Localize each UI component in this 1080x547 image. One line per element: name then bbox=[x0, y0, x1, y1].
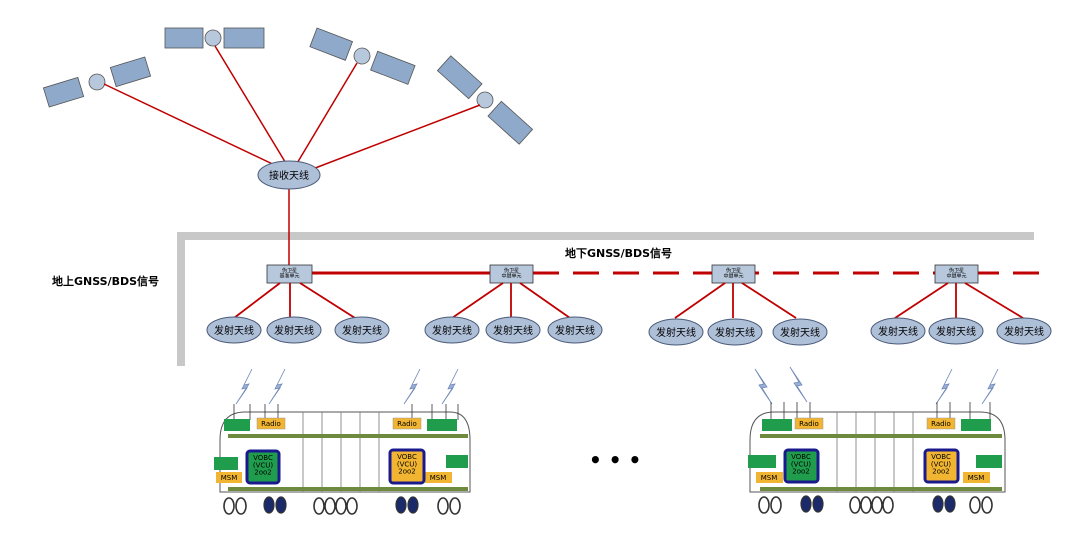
vobc-label: VOBC(VCU)2oo2 bbox=[397, 453, 418, 476]
ground-signal-label: 地上GNSS/BDS信号 bbox=[52, 274, 159, 288]
transmit-antenna-label: 发射天线 bbox=[656, 326, 696, 339]
transmit-antenna-label: 发射天线 bbox=[342, 324, 382, 337]
lightning-icon bbox=[441, 368, 459, 405]
lightning-icon bbox=[754, 368, 773, 405]
radio-label: Radio bbox=[397, 420, 417, 428]
pseudolite-relay-unit-2: 伪卫星中继单元 bbox=[711, 264, 756, 284]
satellite-4 bbox=[436, 55, 534, 145]
transmit-antenna-label: 发射天线 bbox=[1004, 325, 1044, 338]
transmit-antenna: 发射天线 bbox=[485, 316, 541, 344]
transmit-antenna-label: 发射天线 bbox=[493, 324, 533, 337]
msm-label: MSM bbox=[761, 474, 778, 482]
radio-label: Radio bbox=[931, 420, 951, 428]
receive-antenna-label: 接收天线 bbox=[269, 169, 309, 182]
vobc-label: VOBC(VCU)2oo2 bbox=[931, 453, 952, 476]
transmit-antenna: 发射天线 bbox=[206, 316, 262, 344]
lightning-icon bbox=[235, 368, 253, 405]
transmit-antenna-label: 发射天线 bbox=[715, 326, 755, 339]
lightning-icon bbox=[789, 366, 808, 403]
radio-wave-icons bbox=[235, 366, 999, 405]
pseudolite-relay-unit-3: 伪卫星中继单元 bbox=[934, 264, 979, 284]
lightning-icon bbox=[268, 368, 286, 405]
transmit-antenna: 发射天线 bbox=[707, 318, 763, 346]
ellipsis: • • • bbox=[589, 448, 641, 472]
satellite-1 bbox=[42, 56, 152, 108]
train-right: Radio Radio MSM MSM VOBC(VCU)2oo2 VOBC(V… bbox=[748, 402, 1006, 514]
transmit-antenna-label: 发射天线 bbox=[780, 326, 820, 339]
satellite-links bbox=[103, 45, 481, 265]
transmit-antenna-label: 发射天线 bbox=[432, 324, 472, 337]
satellite-3 bbox=[309, 27, 416, 85]
transmit-antennas: 发射天线 发射天线 发射天线 发射天线 发射天线 发射天线 发射天线 发射天线 … bbox=[206, 316, 1052, 346]
transmit-antenna-label: 发射天线 bbox=[214, 324, 254, 337]
pseudolite-relay-label: 伪卫星中继单元 bbox=[723, 267, 743, 279]
underground-signal-label: 地下GNSS/BDS信号 bbox=[565, 246, 672, 260]
transmit-antenna-label: 发射天线 bbox=[274, 324, 314, 337]
transmit-antenna: 发射天线 bbox=[334, 316, 390, 344]
train-left: Radio Radio MSM MSM VOBC(VCU)2oo2 VOBC(V… bbox=[214, 404, 471, 515]
transmit-antenna: 发射天线 bbox=[547, 316, 603, 344]
pseudolite-base-unit: 伪卫星基准单元 bbox=[266, 264, 313, 284]
msm-label: MSM bbox=[968, 474, 985, 482]
transmit-antenna: 发射天线 bbox=[996, 317, 1052, 345]
msm-label: MSM bbox=[221, 474, 238, 482]
transmit-antenna: 发射天线 bbox=[648, 318, 704, 346]
msm-label: MSM bbox=[430, 474, 447, 482]
transmit-antenna: 发射天线 bbox=[928, 317, 984, 345]
transmit-antenna: 发射天线 bbox=[870, 317, 926, 345]
transmit-antenna: 发射天线 bbox=[772, 318, 828, 346]
radio-label: Radio bbox=[261, 420, 281, 428]
vobc-label: VOBC(VCU)2oo2 bbox=[791, 453, 812, 476]
lightning-icon bbox=[981, 368, 999, 405]
underground-frame bbox=[177, 232, 1034, 366]
transmit-antenna-label: 发射天线 bbox=[878, 325, 918, 338]
transmit-antenna-label: 发射天线 bbox=[555, 324, 595, 337]
lightning-icon bbox=[935, 368, 953, 405]
vobc-label: VOBC(VCU)2oo2 bbox=[253, 454, 274, 477]
receive-antenna: 接收天线 bbox=[257, 160, 321, 190]
pseudolite-base-label: 伪卫星基准单元 bbox=[279, 267, 299, 279]
transmit-antenna: 发射天线 bbox=[266, 316, 322, 344]
pseudolite-relay-unit-1: 伪卫星中继单元 bbox=[489, 264, 534, 284]
pseudolite-relay-label: 伪卫星中继单元 bbox=[501, 267, 521, 279]
transmit-links bbox=[233, 282, 1024, 319]
pseudolite-relay-label: 伪卫星中继单元 bbox=[946, 267, 966, 279]
satellite-2 bbox=[164, 27, 265, 49]
lightning-icon bbox=[403, 368, 421, 405]
radio-label: Radio bbox=[799, 420, 819, 428]
transmit-antenna-label: 发射天线 bbox=[936, 325, 976, 338]
transmit-antenna: 发射天线 bbox=[424, 316, 480, 344]
